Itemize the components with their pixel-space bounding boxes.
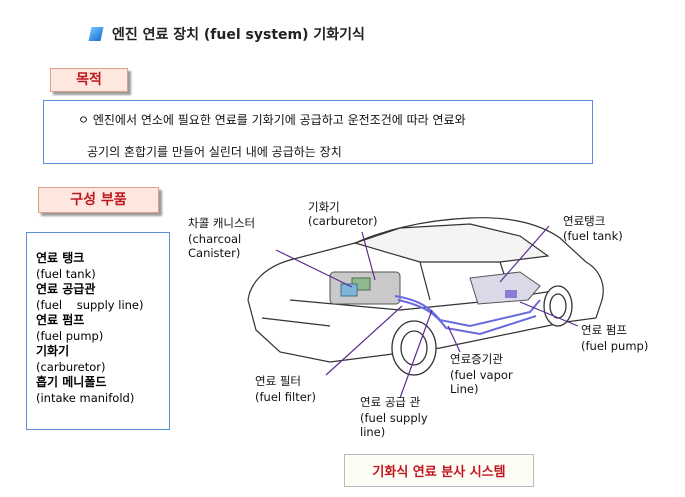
component-english: (fuel pump)	[36, 328, 104, 343]
components-box: 연료 탱크 (fuel tank) 연료 공급관 (fuel supply li…	[26, 232, 170, 430]
purpose-tag: 목적	[50, 68, 128, 92]
components-list: 연료 탱크 (fuel tank) 연료 공급관 (fuel supply li…	[36, 251, 144, 406]
label-fuel-pump-ko: 연료 펌프	[581, 323, 627, 337]
car-body-outline	[247, 217, 604, 363]
label-fuel-pump-en: (fuel pump)	[581, 339, 649, 353]
component-english: (carburetor)	[36, 359, 106, 374]
label-vapor-line-en: (fuel vapor Line)	[450, 368, 513, 396]
label-fuel-filter-en: (fuel filter)	[255, 390, 316, 404]
diagram-caption: 기화식 연료 분사 시스템	[372, 465, 506, 480]
component-name: 흡기 메니폴드	[36, 375, 107, 389]
purpose-box: ㅇ 엔진에서 연소에 필요한 연료를 기화기에 공급하고 운전조건에 따라 연료…	[43, 100, 593, 164]
component-name: 연료 탱크	[36, 251, 85, 265]
rear-wheel	[543, 285, 573, 327]
page-title: 엔진 연료 장치 (fuel system) 기화기식	[112, 27, 365, 43]
leader-lines	[275, 225, 579, 399]
component-name: 연료 공급관	[36, 282, 96, 296]
label-vapor-line-ko: 연료증기관	[450, 352, 503, 366]
label-supply-line-ko: 연료 공급 관	[360, 395, 421, 409]
purpose-line-1: ㅇ 엔진에서 연소에 필요한 연료를 기화기에 공급하고 운전조건에 따라 연료…	[78, 113, 466, 127]
label-fuel-tank-ko: 연료탱크	[563, 214, 606, 228]
label-canister-ko: 차콜 캐니스터	[188, 216, 256, 230]
label-fuel-tank-en: (fuel tank)	[563, 229, 623, 243]
component-english: (intake manifold)	[36, 390, 135, 405]
fuel-tank-shape	[469, 271, 541, 305]
component-name: 기화기	[36, 344, 70, 358]
label-carburetor-ko: 기화기	[308, 200, 340, 214]
label-carburetor-en: (carburetor)	[308, 214, 378, 228]
label-supply-line-en: (fuel supply line)	[360, 411, 428, 439]
title-row: 엔진 연료 장치 (fuel system) 기화기식	[88, 24, 365, 44]
front-wheel	[391, 320, 437, 376]
engine-block	[329, 271, 401, 305]
component-name: 연료 펌프	[36, 313, 85, 327]
components-tag: 구성 부품	[38, 187, 159, 213]
fuel-lines	[394, 295, 541, 336]
label-canister-en: (charcoal Canister)	[188, 232, 242, 260]
caption-box: 기화식 연료 분사 시스템	[344, 454, 534, 487]
component-english: (fuel tank)	[36, 266, 96, 281]
component-english: (fuel supply line)	[36, 297, 144, 312]
label-fuel-filter-ko: 연료 필터	[255, 374, 301, 388]
purpose-line-2: 공기의 혼합기를 만들어 실린더 내에 공급하는 장치	[87, 145, 342, 159]
